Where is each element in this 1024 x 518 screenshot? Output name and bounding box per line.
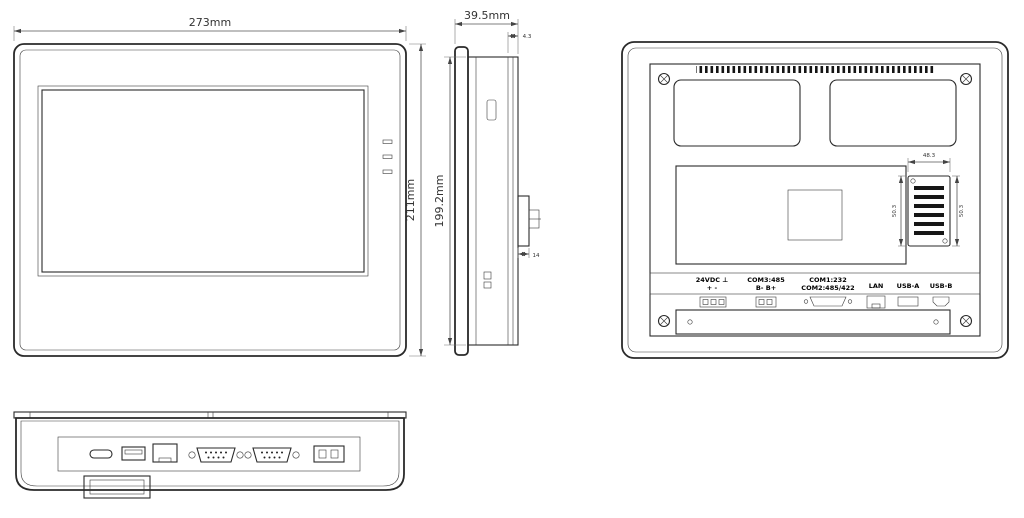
lan-label: LAN bbox=[869, 282, 884, 290]
rear-corner-screws bbox=[657, 72, 973, 328]
screw-icon bbox=[687, 319, 693, 325]
side-slot-detail bbox=[486, 99, 497, 121]
com3-label-line2: B- B+ bbox=[756, 284, 776, 292]
side-depth-label: 39.5mm bbox=[464, 9, 510, 22]
bottom-body-outline bbox=[15, 417, 405, 491]
rear-housing-outline bbox=[621, 41, 1009, 359]
front-indicator-marks bbox=[382, 139, 393, 174]
side-clamp-dimension: 14 bbox=[517, 248, 540, 259]
front-width-dimension: 273mm bbox=[13, 16, 407, 41]
com2-label: COM2:485/422 bbox=[801, 284, 854, 292]
usb-b-label: USB-B bbox=[930, 282, 953, 290]
usb-b-port-cutout bbox=[932, 296, 950, 307]
rear-connector-recess bbox=[675, 309, 951, 335]
com3-label-line1: COM3:485 bbox=[747, 276, 785, 284]
detail-height-right-dimension: 50.3 bbox=[952, 175, 965, 247]
side-bezel-profile bbox=[454, 46, 469, 356]
lan-port bbox=[152, 443, 178, 463]
detail-width-label: 48.3 bbox=[923, 153, 936, 159]
front-width-label: 273mm bbox=[189, 16, 231, 29]
usb-c-port bbox=[89, 449, 113, 459]
bottom-view bbox=[13, 411, 407, 499]
display-screen bbox=[41, 89, 365, 273]
detail-height-left-label: 50.3 bbox=[892, 204, 898, 217]
bottom-connector-recess bbox=[57, 436, 361, 472]
rear-vent-grille-right bbox=[829, 79, 957, 147]
rear-connector-cutouts bbox=[699, 295, 950, 309]
side-height-dimension: 199.2mm bbox=[433, 56, 466, 346]
rear-port-labels: 24VDC ⊥ + - COM3:485 B- B+ COM1:232 COM2… bbox=[696, 276, 953, 292]
rear-back-plate bbox=[649, 63, 981, 337]
screw-icon bbox=[657, 72, 671, 86]
detail-width-dimension: 48.3 bbox=[907, 153, 951, 172]
screw-icon bbox=[959, 314, 973, 328]
side-mounting-clamp bbox=[517, 195, 541, 247]
rear-view: 48.3 50.3 50.3 24VDC ⊥ + - COM3:485 B- B… bbox=[621, 41, 1009, 359]
screw-icon bbox=[910, 178, 916, 184]
rear-plate-cutout bbox=[787, 189, 843, 241]
power-label-line2: + - bbox=[707, 284, 718, 292]
rear-housing-inner-line bbox=[627, 47, 1003, 353]
bottom-body-inner-line bbox=[20, 420, 400, 487]
side-bezel-dimension: 4.3 bbox=[507, 32, 532, 53]
usb-a-port bbox=[121, 446, 146, 461]
screw-icon bbox=[292, 451, 300, 459]
front-bezel-outline bbox=[13, 43, 407, 357]
screw-icon bbox=[959, 72, 973, 86]
power-terminal-port bbox=[313, 445, 345, 463]
usb-a-label: USB-A bbox=[897, 282, 920, 290]
serial-pins bbox=[261, 451, 283, 459]
side-clamp-label: 14 bbox=[533, 253, 540, 259]
rear-vent-grille-left bbox=[673, 79, 801, 147]
rear-top-vent-slits bbox=[696, 66, 934, 73]
power-label-line1: 24VDC ⊥ bbox=[696, 276, 729, 284]
side-port-detail bbox=[483, 271, 492, 289]
serial-pins bbox=[205, 451, 227, 459]
bottom-hatched-tab bbox=[83, 475, 151, 499]
screw-icon bbox=[236, 451, 244, 459]
screw-icon bbox=[657, 314, 671, 328]
indicator-mark-icon bbox=[382, 154, 393, 159]
serial-port-cutout bbox=[803, 296, 853, 307]
detail-height-right-label: 50.3 bbox=[959, 204, 965, 217]
side-view: 39.5mm 4.3 199.2mm 14 bbox=[433, 9, 541, 356]
side-height-label: 199.2mm bbox=[433, 175, 446, 228]
front-height-dimension: 211mm bbox=[404, 43, 426, 357]
lan-port-cutout bbox=[866, 295, 886, 309]
serial-port-1 bbox=[188, 447, 244, 463]
side-depth-dimension: 39.5mm bbox=[454, 9, 519, 54]
rear-terminal-detail: 48.3 50.3 50.3 bbox=[892, 153, 965, 247]
serial-port-2 bbox=[244, 447, 300, 463]
screw-icon bbox=[188, 451, 196, 459]
front-view: 273mm 211mm bbox=[13, 16, 426, 357]
screw-icon bbox=[933, 319, 939, 325]
usb-a-port-cutout bbox=[897, 296, 919, 307]
front-height-label: 211mm bbox=[404, 179, 417, 221]
side-case-seam-lines bbox=[475, 57, 514, 345]
rear-port-label-strip bbox=[649, 272, 981, 295]
screen-recess-outline bbox=[37, 85, 369, 277]
front-bezel-inner-line bbox=[19, 49, 401, 351]
side-bezel-label: 4.3 bbox=[523, 34, 532, 40]
indicator-mark-icon bbox=[382, 139, 393, 144]
screw-icon bbox=[244, 451, 252, 459]
detail-height-left-dimension: 50.3 bbox=[892, 175, 906, 247]
com3-terminal-cutout bbox=[755, 296, 777, 308]
com1-label: COM1:232 bbox=[809, 276, 846, 284]
screw-icon bbox=[942, 238, 948, 244]
power-terminal-cutout bbox=[699, 296, 727, 308]
indicator-mark-icon bbox=[382, 169, 393, 174]
rear-mounting-plate bbox=[675, 165, 907, 265]
